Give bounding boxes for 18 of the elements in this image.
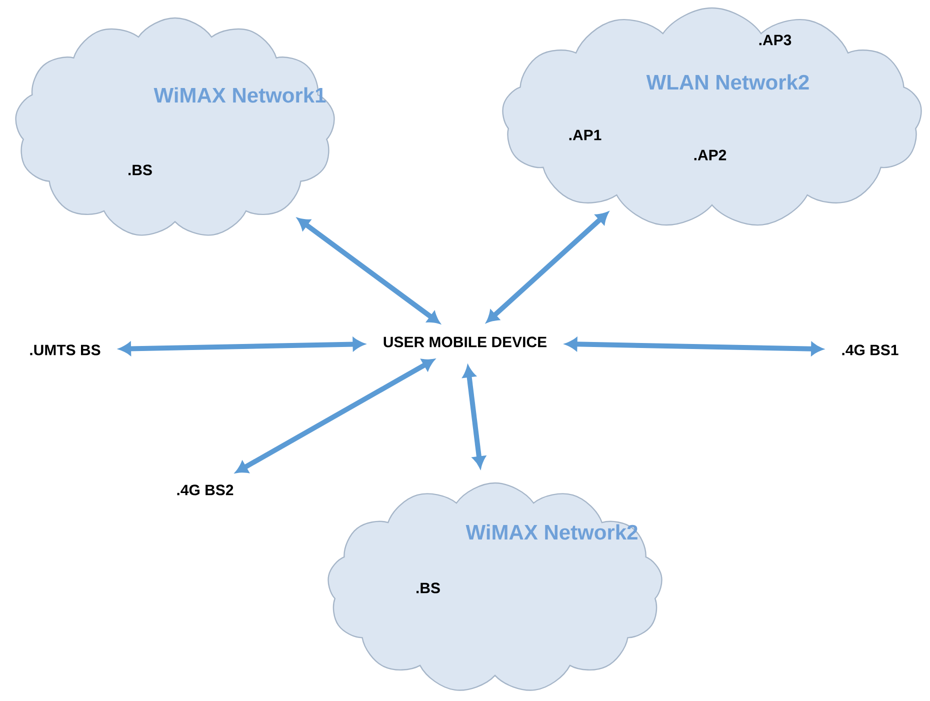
double-arrow bbox=[486, 212, 608, 323]
double-arrow bbox=[298, 218, 440, 324]
cloud-title: WiMAX Network2 bbox=[466, 524, 638, 540]
double-arrow bbox=[120, 338, 364, 355]
station-label: .UMTS BS bbox=[30, 344, 100, 356]
cloud-title: WiMAX Network1 bbox=[154, 87, 326, 103]
station-label: .4G BS1 bbox=[842, 344, 898, 356]
cloud-title: WLAN Network2 bbox=[646, 74, 809, 90]
device-label: USER MOBILE DEVICE bbox=[384, 336, 546, 348]
station-label: .AP1 bbox=[569, 130, 602, 140]
station-label: .BS bbox=[416, 582, 440, 594]
station-label: .AP2 bbox=[694, 150, 726, 160]
double-arrow bbox=[462, 366, 486, 468]
station-label: .4G BS2 bbox=[177, 484, 234, 496]
double-arrow bbox=[566, 338, 822, 356]
station-label: .AP3 bbox=[759, 34, 792, 46]
station-label: .BS bbox=[128, 164, 152, 176]
double-arrow bbox=[236, 359, 434, 473]
